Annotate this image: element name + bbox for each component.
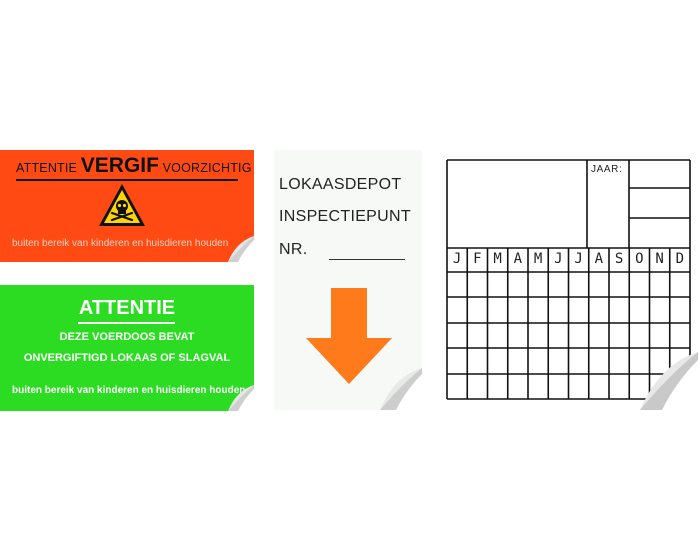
- month-label: D: [675, 251, 685, 267]
- attentie-green-sticker: ATTENTIE DEZE VOERDOOS BEVAT ONVERGIFTIG…: [0, 285, 254, 411]
- header-underline: [16, 179, 238, 181]
- page-curl-icon: [228, 385, 254, 411]
- green-title: ATTENTIE: [78, 297, 176, 319]
- month-label: N: [655, 251, 664, 267]
- month-label: S: [614, 251, 624, 267]
- month-label: J: [574, 251, 583, 267]
- month-label: M: [493, 251, 502, 267]
- page-curl-icon: [380, 368, 422, 410]
- lokaasdepot-sticker: LOKAASDEPOT INSPECTIEPUNT NR.: [274, 150, 422, 410]
- arrow-down-icon: [306, 288, 392, 384]
- year-label: JAAR:: [591, 164, 623, 175]
- vergif-emphasis: VERGIF: [80, 154, 159, 177]
- month-label: J: [554, 251, 563, 267]
- month-label: F: [473, 251, 482, 267]
- vergif-warning-sticker: ATTENTIE VERGIF VOORZICHTIG buiten berei…: [0, 150, 254, 262]
- lokaas-line-2: INSPECTIEPUNT: [279, 208, 411, 225]
- month-label: J: [452, 251, 462, 267]
- month-label: A: [594, 251, 604, 267]
- vergif-header: ATTENTIE VERGIF VOORZICHTIG: [16, 154, 252, 177]
- green-title-underline: [78, 322, 175, 324]
- lokaas-line-3: NR.: [279, 241, 308, 258]
- green-line-2: ONVERGIFTIGD LOKAAS OF SLAGVAL: [23, 352, 231, 364]
- lokaas-line-1: LOKAASDEPOT: [279, 176, 402, 193]
- month-label: M: [533, 251, 543, 267]
- vergif-footer: buiten bereik van kinderen en huisdieren…: [12, 238, 229, 249]
- green-line-1: DEZE VOERDOOS BEVAT: [59, 331, 195, 343]
- month-label: O: [635, 251, 644, 267]
- number-writing-line: [329, 259, 405, 260]
- month-label: A: [513, 251, 523, 267]
- page-curl-icon: [228, 236, 254, 262]
- page-curl-icon: [640, 352, 698, 410]
- skull-crossbones-warning-triangle-icon: [99, 184, 145, 226]
- green-footer: buiten bereik van kinderen en huisdieren…: [12, 385, 246, 396]
